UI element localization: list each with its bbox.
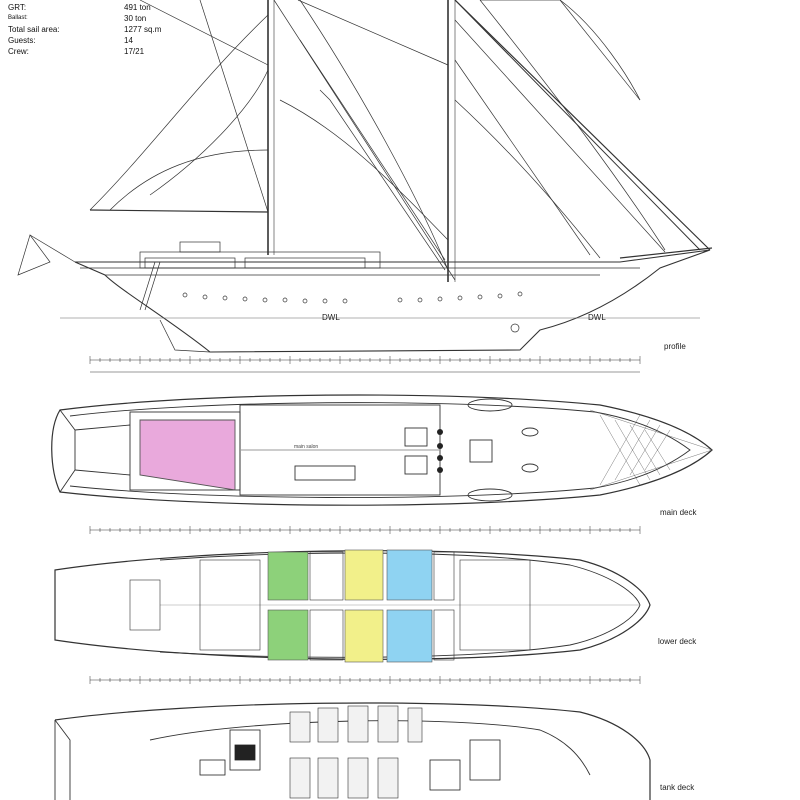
engine-room <box>199 729 501 791</box>
owner-cabin <box>139 419 236 491</box>
spec-row-sail-area: Total sail area: 1277 sq.m <box>8 24 208 35</box>
spec-value: 1277 sq.m <box>124 25 162 34</box>
spec-label: Total sail area: <box>8 25 60 34</box>
view-label-tank-deck: tank deck <box>660 783 695 792</box>
spec-value: 14 <box>124 36 133 45</box>
guest-cabin-blue-starboard <box>386 609 433 663</box>
view-label-profile: profile <box>664 342 686 351</box>
spec-value: 30 ton <box>124 14 147 23</box>
view-label-lower-deck: lower deck <box>658 637 697 646</box>
guest-cabin-yellow-starboard <box>344 609 384 663</box>
view-label-main-deck: main deck <box>660 508 697 517</box>
spec-label: GRT: <box>8 3 27 12</box>
spec-row-grt: GRT: 491 ton <box>8 2 208 13</box>
main-salon-label: main salon <box>294 444 319 450</box>
guest-cabin-blue-port <box>386 549 433 601</box>
spec-value: 17/21 <box>124 47 145 56</box>
spec-row-crew: Crew: 17/21 <box>8 46 208 57</box>
dwl-mark-aft: DWL <box>322 313 340 322</box>
spec-row-ballast: Ballast: 30 ton <box>8 13 208 24</box>
specifications-table: GRT: 491 ton Ballast: 30 ton Total sail … <box>8 2 208 57</box>
spec-label: Ballast: <box>8 15 28 21</box>
guest-cabin-yellow-port <box>344 549 384 601</box>
spec-row-guests: Guests: 14 <box>8 35 208 46</box>
spec-label: Crew: <box>8 47 29 56</box>
spec-value: 491 ton <box>124 3 151 12</box>
spec-label: Guests: <box>8 36 36 45</box>
tank-blocks <box>289 705 423 799</box>
dwl-mark-fwd: DWL <box>588 313 606 322</box>
tank-deck-plan <box>54 702 651 800</box>
hull-profile <box>74 249 711 353</box>
main-deck-plan <box>51 394 713 506</box>
guest-cabin-green-starboard <box>267 609 309 661</box>
bow-net <box>589 409 713 491</box>
scale-bar-profile <box>90 359 640 373</box>
guest-cabin-green-port <box>267 551 309 601</box>
